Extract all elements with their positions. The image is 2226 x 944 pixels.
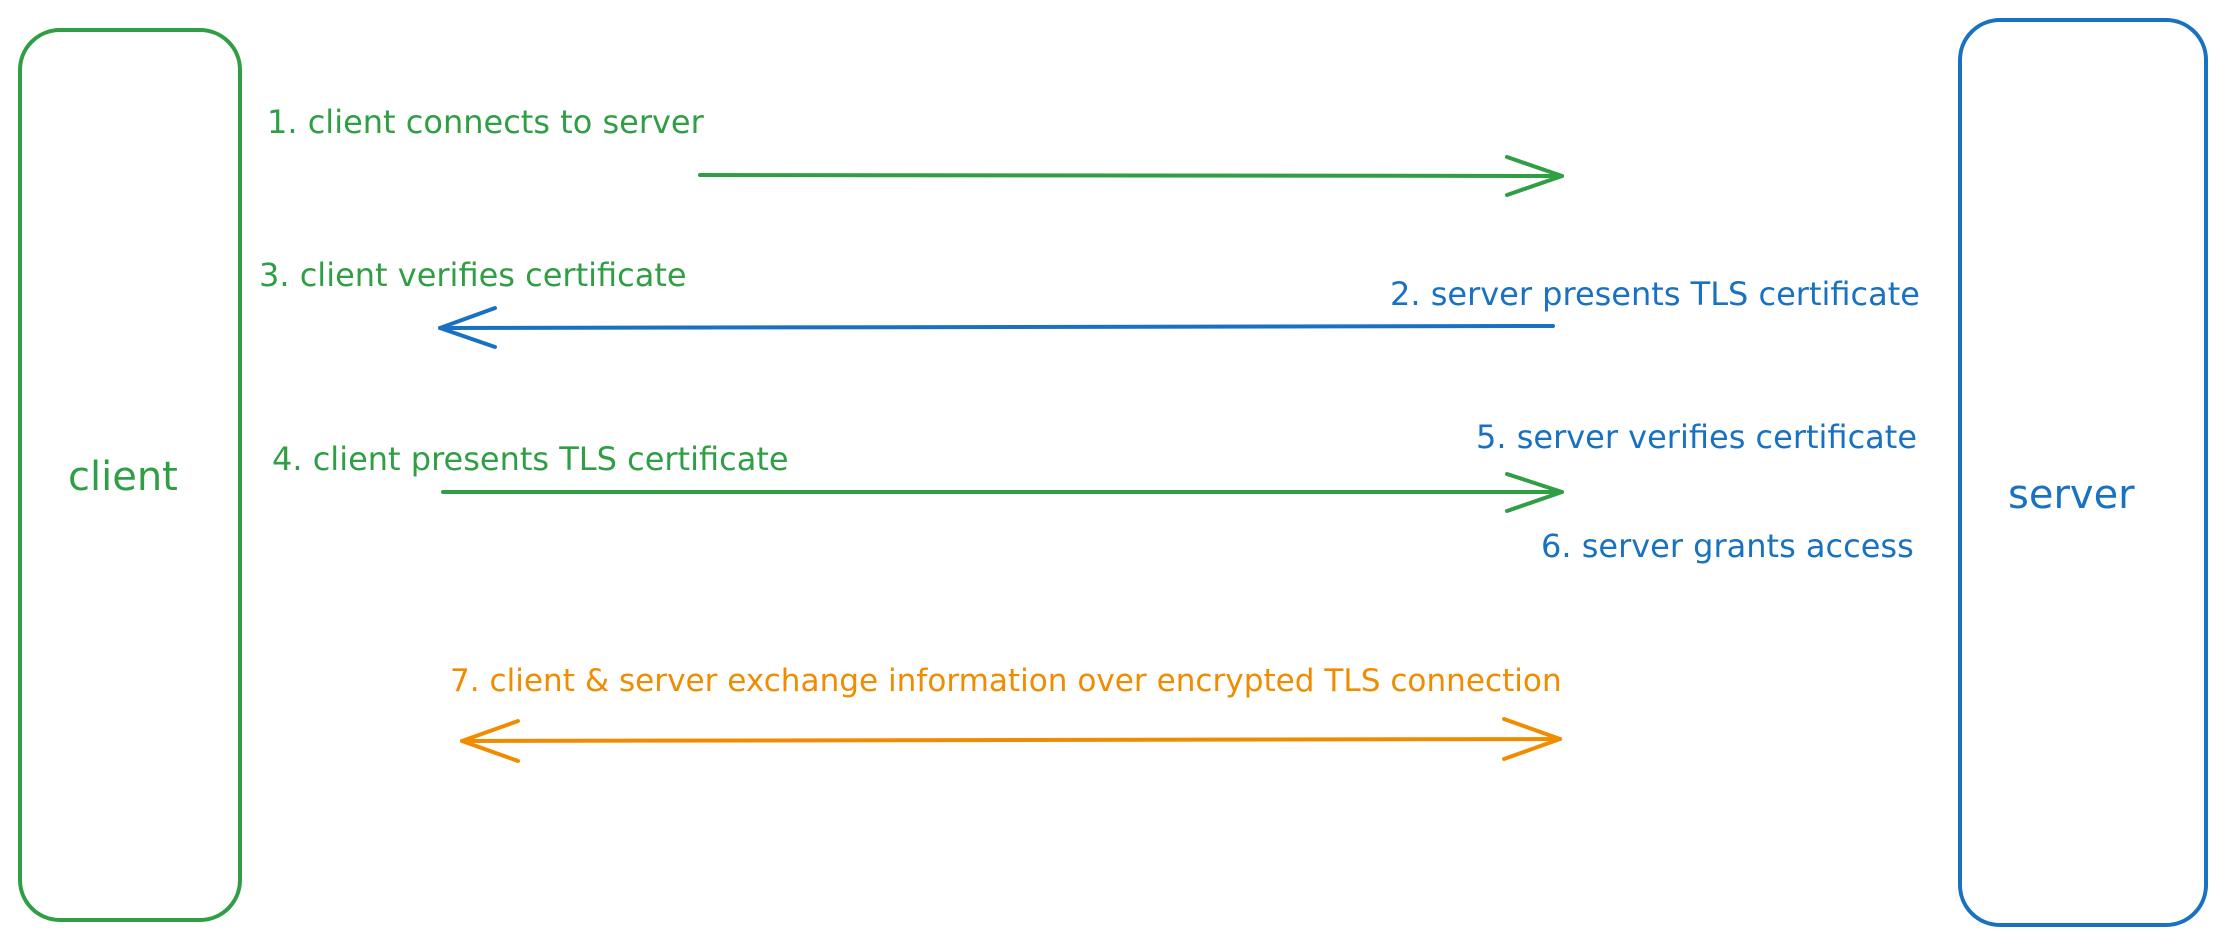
step-5-label: 5. server verifies certificate [1476,418,1917,456]
arrow-step-2 [438,306,1555,349]
step-4-label: 4. client presents TLS certificate [272,440,789,478]
server-label: server [2008,472,2135,518]
arrow-step-1 [698,155,1564,197]
step-3-label: 3. client verifies certificate [259,256,687,294]
client-label: client [68,454,178,500]
client-box [18,28,242,922]
step-7-label: 7. client & server exchange information … [450,663,1562,699]
arrow-step-4 [441,472,1564,513]
step-1-label: 1. client connects to server [267,103,704,141]
arrow-step-7 [460,717,1562,763]
step-2-label: 2. server presents TLS certificate [1390,275,1920,313]
step-6-label: 6. server grants access [1541,527,1914,565]
server-box [1958,18,2208,927]
